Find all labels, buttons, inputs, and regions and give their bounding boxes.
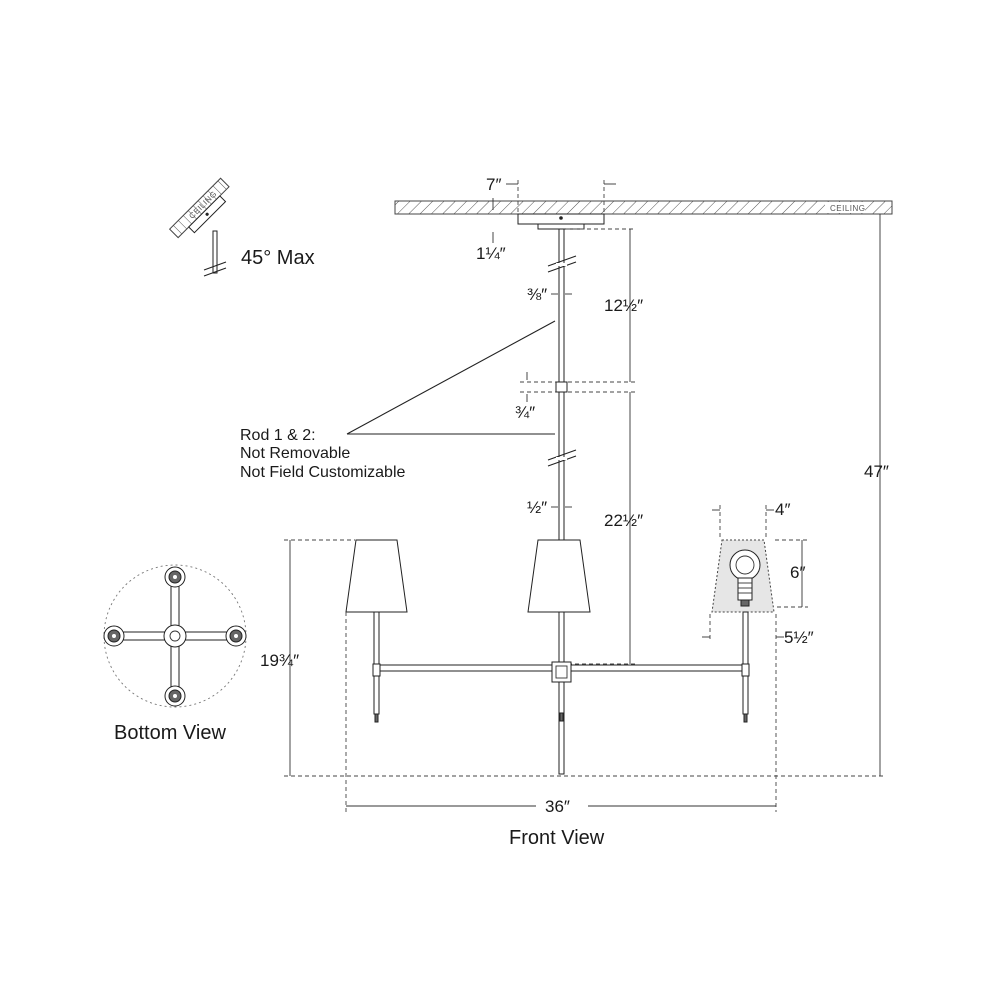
lamp-right [711, 539, 775, 723]
tilt-label: 45° Max [241, 247, 315, 269]
lamp-right-post [742, 611, 749, 666]
rod-1 [558, 228, 565, 383]
ceiling-label-bg [825, 202, 865, 213]
rod-diameter-upper-label: ⅜″ [527, 285, 547, 304]
center-hub [551, 661, 572, 683]
rod-2-length-dimension: 22½″ [568, 391, 643, 665]
lamp-right-finial [743, 713, 748, 723]
lamp-right-socket [741, 663, 750, 677]
overall-height-dimension: 47″ [864, 214, 889, 776]
lamp-left-finial [374, 713, 379, 723]
note-line-3: Not Field Customizable [240, 464, 406, 481]
rod-1-length-label: 12½″ [604, 296, 643, 315]
lamp-left-socket [372, 663, 381, 677]
canopy [517, 213, 605, 230]
rod-1-break-top [547, 255, 577, 267]
rod-diameter-lower-dimension: ½″ [527, 498, 572, 517]
tilt-detail: CEILING 45° Max [168, 177, 315, 277]
ceiling-hatch [394, 200, 893, 215]
rod-2-break-bottom [547, 455, 577, 467]
center-hub-inner [555, 665, 568, 679]
bulb-socket [740, 599, 750, 607]
shade-bottom-dimension: 5½″ [702, 614, 814, 647]
center-finial-knob [559, 712, 564, 722]
fixture-arm [375, 661, 747, 775]
front-view-caption: Front View [509, 827, 605, 849]
shade-top-label: 4″ [775, 500, 790, 519]
rod-diameter-lower-label: ½″ [527, 498, 547, 517]
bottom-socket-right [225, 625, 247, 647]
bottom-socket-bottom [164, 685, 186, 707]
fixture-height-dimension: 19¾″ [260, 539, 355, 776]
note-leader-rod-1 [346, 320, 556, 435]
shade-top-dimension: 4″ [712, 500, 790, 538]
fixture-height-label: 19¾″ [260, 651, 299, 670]
canopy-height-label: 1¼″ [476, 244, 506, 263]
fixture-width-dimension: 36″ [345, 612, 777, 816]
center-finial [558, 681, 565, 775]
rod-1-break-bottom [547, 261, 577, 273]
shade-center [527, 539, 591, 613]
shade-left [345, 539, 408, 613]
rod-note: Rod 1 & 2: Not Removable Not Field Custo… [240, 320, 556, 481]
lamp-left-cup [373, 675, 380, 715]
rod-coupler [555, 381, 568, 393]
bulb-globe [729, 549, 761, 581]
rod-1-length-dimension: 12½″ [566, 228, 643, 383]
canopy-height-dimension: 1¼″ [476, 198, 506, 263]
bottom-view: Bottom View [103, 564, 247, 744]
tilt-rod [212, 230, 218, 274]
ceiling-label: CEILING [830, 204, 866, 213]
note-line-2: Not Removable [240, 445, 350, 462]
lamp-center [527, 539, 591, 663]
canopy-cap [537, 223, 585, 230]
bottom-socket-top [164, 566, 186, 588]
rod-2-length-label: 22½″ [604, 511, 643, 530]
lamp-left [345, 539, 408, 723]
fixture-width-label: 36″ [545, 797, 570, 816]
bottom-center-hub [163, 624, 187, 648]
rod-diameter-upper-dimension: ⅜″ [527, 285, 572, 304]
coupler-height-dimension: ¾″ [515, 372, 556, 422]
lamp-center-post [558, 611, 565, 663]
stem [547, 228, 577, 665]
overall-height-label: 47″ [864, 462, 889, 481]
canopy-width-label: 7″ [486, 175, 501, 194]
lamp-left-post [373, 611, 380, 666]
bulb-base [737, 577, 753, 601]
note-line-1: Rod 1 & 2: [240, 427, 316, 444]
shade-height-label: 6″ [790, 563, 805, 582]
canopy-width-dimension: 7″ [486, 175, 616, 212]
canopy-screw [559, 216, 563, 220]
shade-height-dimension: 6″ [775, 539, 808, 608]
coupler-height-label: ¾″ [515, 403, 535, 422]
bottom-socket-left [103, 625, 125, 647]
rod-2-break-top [547, 449, 577, 461]
lamp-right-cup [742, 675, 749, 715]
bottom-view-caption: Bottom View [114, 722, 226, 744]
ceiling: CEILING [394, 200, 893, 215]
shade-bottom-label: 5½″ [784, 628, 814, 647]
